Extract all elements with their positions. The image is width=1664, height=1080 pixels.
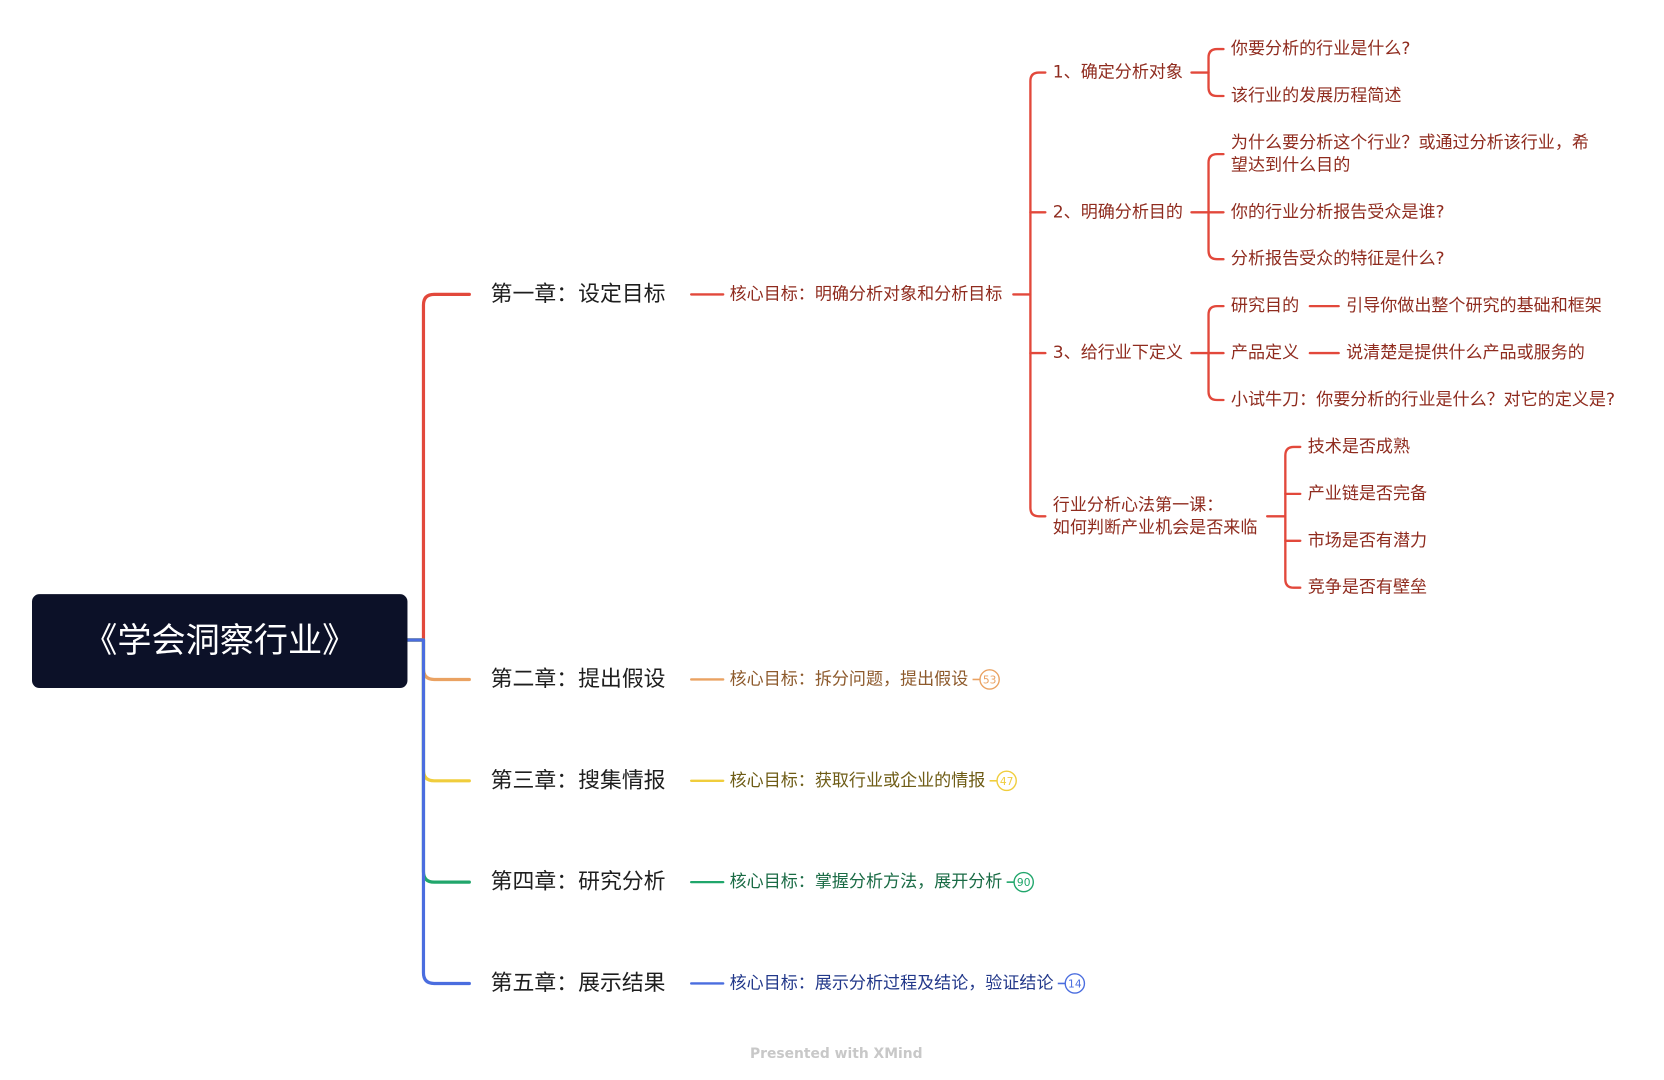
collapse-badge[interactable]: 90 — [1006, 871, 1034, 893]
section-1-brace — [1207, 47, 1225, 98]
sections-trunk — [1029, 71, 1047, 518]
section-3-brace — [1207, 304, 1225, 402]
branch-line-chapter-4 — [405, 638, 471, 884]
section-title: 2、明确分析目的 — [1053, 202, 1183, 222]
chapter-title: 第三章：搜集情报 — [491, 768, 666, 793]
subtopic: 分析报告受众的特征是什么? — [1231, 249, 1445, 269]
chapter-title: 第二章：提出假设 — [491, 667, 666, 692]
section-title-line: 行业分析心法第一课： — [1053, 496, 1223, 516]
chapter-1-connectors — [690, 47, 1340, 589]
chapter-goal: 核心目标：明确分析对象和分析目标 — [730, 284, 1003, 304]
collapse-badge-circle[interactable] — [996, 770, 1017, 792]
subtopic: 市场是否有潜力 — [1308, 531, 1427, 551]
chapter-title: 第四章：研究分析 — [491, 870, 666, 895]
chapter-goal: 核心目标：展示分析过程及结论，验证结论 — [730, 973, 1054, 993]
collapse-badge-circle[interactable] — [979, 669, 1000, 690]
subtopic-line: 望达到什么目的 — [1231, 155, 1350, 175]
subtopic: 研究目的 — [1231, 296, 1299, 316]
subtopic: 技术是否成熟 — [1308, 436, 1410, 457]
watermark: Presented with XMind — [750, 1046, 923, 1062]
branch-line-chapter-1 — [405, 292, 471, 642]
collapse-badge[interactable]: 14 — [1057, 973, 1086, 994]
root-topic-title: 《学会洞察行业》 — [83, 621, 356, 661]
chapter-3: 第三章：搜集情报 核心目标：获取行业或企业的情报 47 — [491, 768, 1017, 793]
collapse-badge-count[interactable]: 90 — [1017, 876, 1031, 889]
root-topic-box — [32, 594, 408, 688]
subtopic-line: 为什么要分析这个行业？或通过分析该行业，希 — [1231, 133, 1589, 153]
chapter-title: 第五章：展示结果 — [491, 971, 666, 996]
chapter-2: 第二章：提出假设 核心目标：拆分问题，提出假设 53 — [491, 667, 1000, 692]
subtopic: 你的行业分析报告受众是谁? — [1231, 202, 1445, 222]
section-title: 1、确定分析对象 — [1053, 63, 1183, 83]
chapter-1-texts: 核心目标：明确分析对象和分析目标 1、确定分析对象 你要分析的行业是什么? 该行… — [730, 39, 1615, 598]
subtopic: 你要分析的行业是什么? — [1231, 39, 1411, 59]
subtopic: 小试牛刀：你要分析的行业是什么？对它的定义是? — [1231, 390, 1615, 410]
branch-line-chapter-5 — [405, 638, 471, 986]
chapter-goal: 核心目标：拆分问题，提出假设 — [730, 669, 969, 689]
collapse-badge-count[interactable]: 47 — [1000, 775, 1014, 788]
collapse-badge-count[interactable]: 53 — [983, 674, 997, 687]
subtopic: 产品定义 — [1231, 343, 1299, 363]
root-topic: 《学会洞察行业》 — [32, 594, 408, 688]
collapse-badge-circle[interactable] — [1013, 871, 1034, 893]
subtopic-detail: 引导你做出整个研究的基础和框架 — [1346, 296, 1602, 316]
chapter-title: 第一章：设定目标 — [491, 282, 666, 307]
section-4-brace — [1284, 445, 1302, 589]
collapse-badge[interactable]: 53 — [972, 669, 1000, 690]
chapter-4: 第四章：研究分析 核心目标：掌握分析方法，展开分析 90 — [491, 870, 1034, 895]
section-title: 3、给行业下定义 — [1053, 343, 1183, 363]
subtopic: 该行业的发展历程简述 — [1231, 86, 1401, 106]
subtopic: 产业链是否完备 — [1308, 484, 1427, 504]
branch-line-chapter-2 — [405, 638, 471, 682]
collapse-badge[interactable]: 47 — [989, 770, 1017, 792]
section-2-brace — [1207, 152, 1225, 261]
collapse-badge-count[interactable]: 14 — [1068, 978, 1082, 991]
subtopic: 竞争是否有壁垒 — [1308, 578, 1427, 598]
chapter-goal: 核心目标：获取行业或企业的情报 — [730, 771, 986, 791]
chapter-5: 第五章：展示结果 核心目标：展示分析过程及结论，验证结论 14 — [491, 971, 1086, 996]
branch-line-chapter-3 — [405, 638, 471, 783]
chapter-goal: 核心目标：掌握分析方法，展开分析 — [730, 872, 1003, 892]
section-title-line: 如何判断产业机会是否来临 — [1053, 518, 1258, 538]
chapter-1: 第一章：设定目标 核心目标：明确分析对象和分析目标 1、确定分析对象 你要分析的… — [491, 39, 1615, 598]
root-branches — [405, 292, 471, 986]
collapse-badge-circle[interactable] — [1064, 973, 1086, 994]
subtopic-detail: 说清楚是提供什么产品或服务的 — [1346, 343, 1585, 363]
